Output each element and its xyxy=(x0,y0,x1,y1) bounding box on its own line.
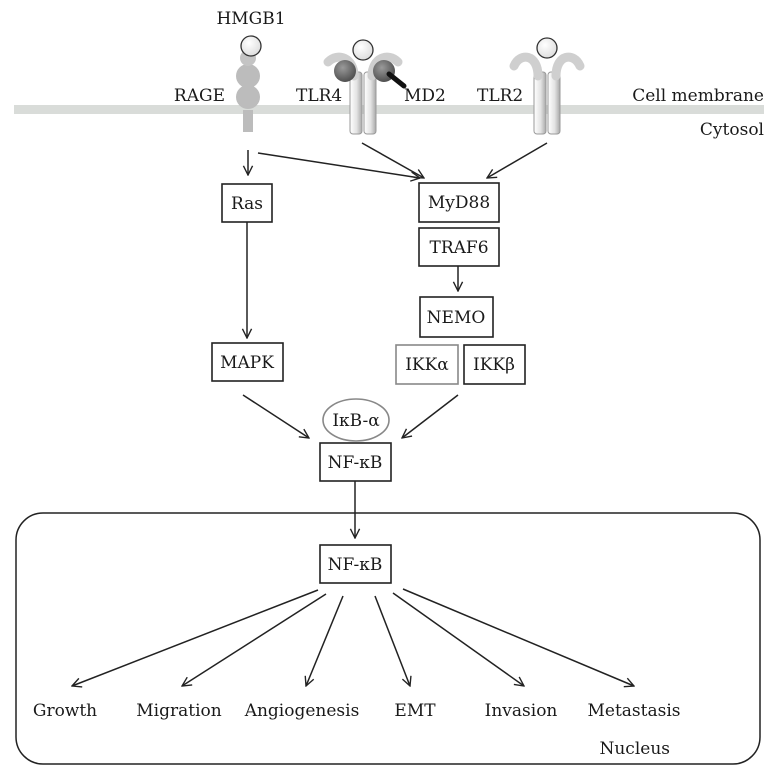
outcome-angiogenesis: Angiogenesis xyxy=(244,701,360,721)
arrow-to-growth xyxy=(72,589,319,686)
arrow-ikk-to-nfkb xyxy=(402,394,459,438)
rage-receptor-icon xyxy=(236,50,260,132)
hmgb1-label: HMGB1 xyxy=(216,9,285,29)
tlr2-receptor-icon xyxy=(509,37,585,135)
ikk-alpha-label: IKKα xyxy=(405,355,449,375)
mapk-label: MAPK xyxy=(220,353,274,373)
outcome-invasion: Invasion xyxy=(485,701,558,721)
arrow-tlr2-to-myd88 xyxy=(487,142,548,178)
md2-label: MD2 xyxy=(404,86,446,106)
cell-membrane-label: Cell membrane xyxy=(632,86,764,106)
nemo-box xyxy=(419,296,494,338)
cytosol-label: Cytosol xyxy=(700,120,764,140)
arrow-mapk-to-nfkb xyxy=(242,394,309,438)
outcome-emt: EMT xyxy=(394,701,436,721)
cell-membrane xyxy=(14,105,764,114)
tlr2-label: TLR2 xyxy=(477,86,523,106)
nfkb-cytosol-label: NF-κB xyxy=(328,453,383,473)
nucleus-boundary xyxy=(15,512,761,765)
ikb-alpha-oval xyxy=(322,398,390,442)
rage-label: RAGE xyxy=(174,86,225,106)
outcome-growth: Growth xyxy=(33,701,97,721)
nfkb-nucleus-label: NF-κB xyxy=(328,555,383,575)
traf6-label: TRAF6 xyxy=(429,238,488,258)
tlr4-label: TLR4 xyxy=(296,86,342,106)
arrow-to-emt xyxy=(374,595,410,686)
arrow-tlr4-to-myd88 xyxy=(361,142,424,178)
hmgb1-ligand-icon xyxy=(240,35,262,57)
ikk-beta-label: IKKβ xyxy=(473,355,515,375)
outcome-migration: Migration xyxy=(136,701,221,721)
ras-label: Ras xyxy=(231,194,263,214)
arrow-to-migration xyxy=(182,593,327,686)
nfkb-nucleus-box xyxy=(319,544,392,584)
ikk-alpha-box xyxy=(395,344,459,385)
ras-box xyxy=(221,183,273,223)
arrow-to-metastasis xyxy=(402,588,634,686)
myd88-box xyxy=(418,182,500,223)
ikk-beta-box xyxy=(463,344,526,385)
mapk-box xyxy=(211,342,284,382)
tlr4-md2-receptor-icon xyxy=(323,39,407,135)
myd88-label: MyD88 xyxy=(428,193,490,213)
arrow-to-invasion xyxy=(392,592,524,686)
outcome-metastasis: Metastasis xyxy=(587,701,680,721)
nemo-label: NEMO xyxy=(427,308,486,328)
arrow-to-angiogenesis xyxy=(306,595,344,686)
traf6-box xyxy=(418,227,500,267)
ikb-alpha-label: IκB-α xyxy=(332,411,380,431)
arrow-rage-to-myd88 xyxy=(257,152,420,178)
nucleus-label: Nucleus xyxy=(599,739,670,759)
